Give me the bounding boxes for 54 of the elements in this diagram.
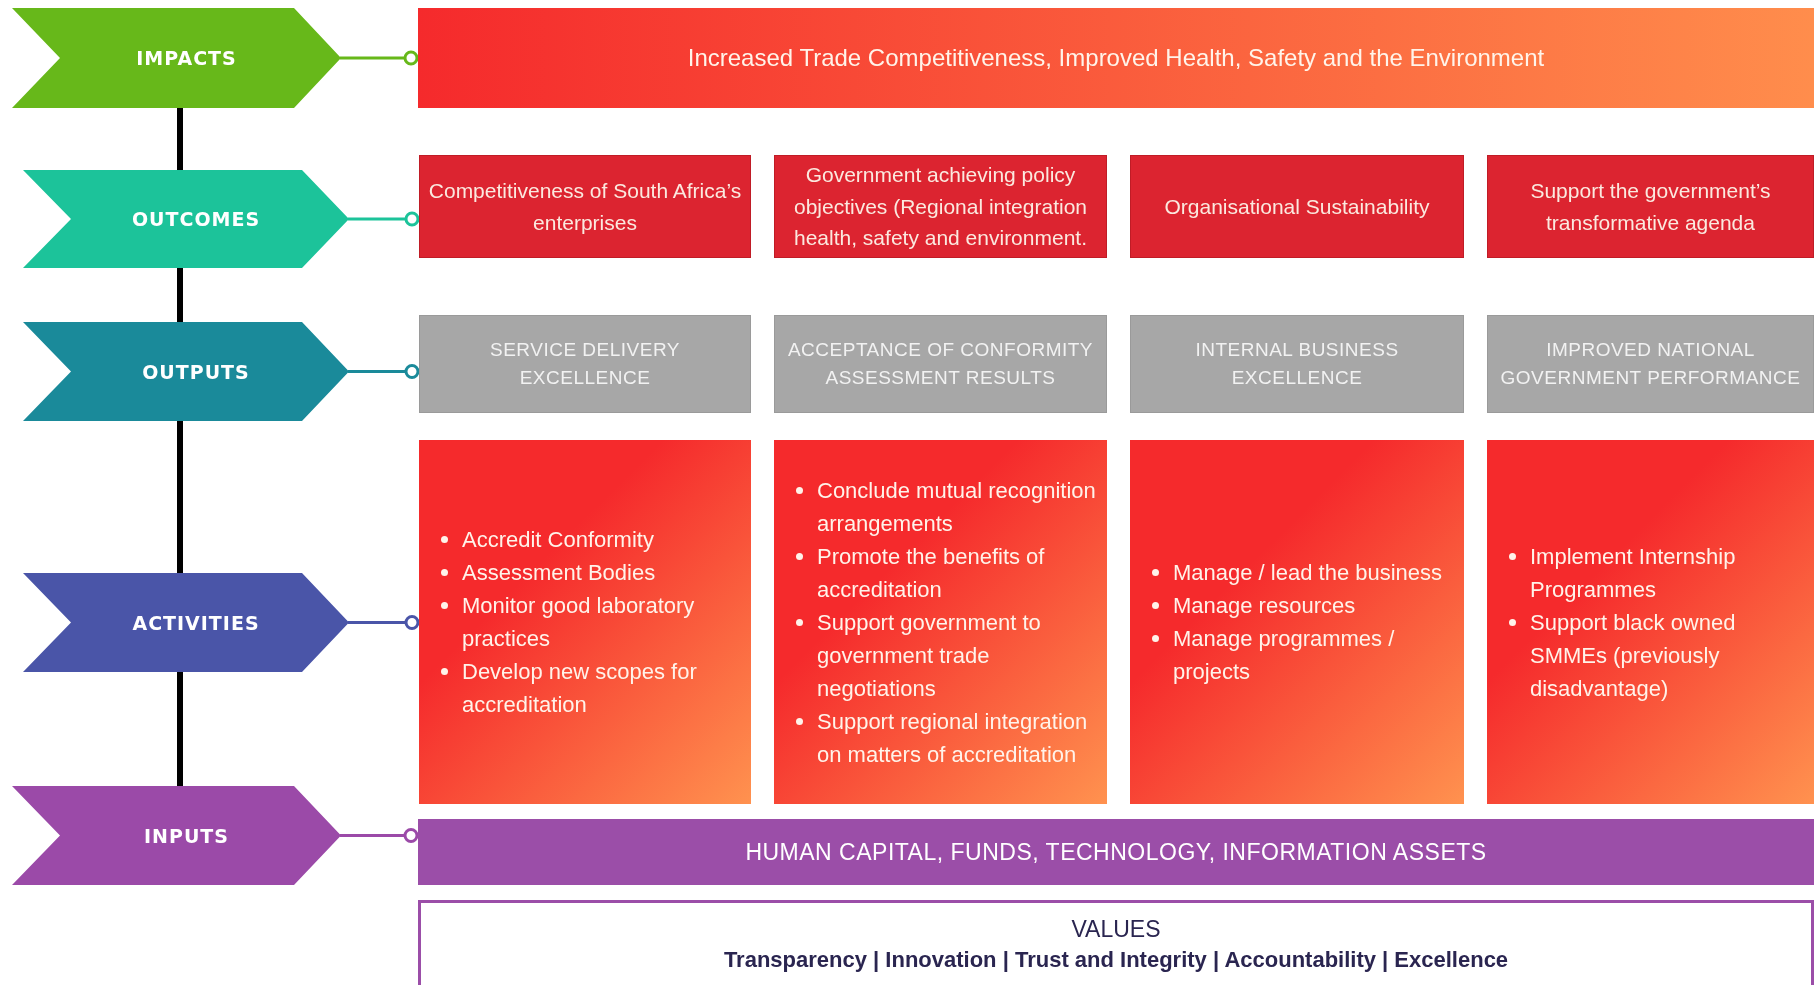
- activity-bullet: Assessment Bodies: [462, 559, 656, 587]
- connector-line: [177, 267, 183, 323]
- activity-bullet: Conclude mutual recognition arrangements: [817, 476, 1097, 538]
- connector-line: [177, 420, 183, 574]
- connector-line: [177, 107, 183, 171]
- stage-label: OUTCOMES: [131, 208, 261, 230]
- lollipop-connector: [340, 828, 419, 843]
- stage-label: OUTPUTS: [142, 360, 250, 383]
- activity-bullet: Monitor good laboratory practices: [462, 592, 696, 653]
- activity-box: [1487, 440, 1814, 804]
- activity-bullet: Manage programmes / projects: [1173, 625, 1396, 686]
- connector-line: [177, 671, 183, 787]
- activity-box: [774, 440, 1107, 804]
- outcome-text: Support the government’s transformative agenda: [1529, 178, 1772, 236]
- output-box: [419, 315, 751, 413]
- activity-bullet: Support regional integration on matters of accreditation: [817, 707, 1089, 769]
- activity-bullet: Implement Internship Programmes: [1530, 542, 1737, 604]
- banner-text: Increased Trade Competitiveness, Improved Health, Safety and the Environment: [687, 44, 1545, 72]
- values-list: Transparency | Innovation | Trust and Integrity | Accountability | Excellence: [723, 946, 1509, 973]
- values-box: [418, 900, 1814, 985]
- inputs-text: HUMAN CAPITAL, FUNDS, TECHNOLOGY, INFORMATION ASSETS: [745, 838, 1487, 866]
- activity-bullet: Support black owned SMMEs (previously disadvantage): [1530, 608, 1737, 703]
- output-text: SERVICE DELIVERY EXCELLENCE: [489, 338, 681, 390]
- values-heading: VALUES: [1071, 915, 1161, 943]
- stage-label: ACTIVITIES: [132, 611, 260, 634]
- outcome-text: Organisational Sustainability: [1163, 193, 1431, 220]
- stage-label: IMPACTS: [136, 47, 237, 69]
- activity-bullet: Manage resources: [1173, 592, 1356, 620]
- outcome-box: [1130, 155, 1464, 258]
- activity-bullet: Manage / lead the business: [1173, 559, 1443, 587]
- activity-bullet: Support government to government trade negotiations: [817, 608, 1042, 703]
- activity-box: [1130, 440, 1464, 804]
- impact-banner: [418, 8, 1814, 108]
- output-text: INTERNAL BUSINESS EXCELLENCE: [1194, 338, 1400, 390]
- lollipop-connector: [340, 50, 419, 66]
- activity-bullet: Develop new scopes for accreditation: [462, 658, 698, 719]
- output-box: [1487, 315, 1814, 413]
- output-box: [774, 315, 1107, 413]
- output-text: ACCEPTANCE OF CONFORMITY ASSESSMENT RESULTS: [786, 338, 1095, 390]
- lollipop-connector: [348, 364, 420, 379]
- outcome-box: [419, 155, 751, 258]
- activity-bullet: Accredit Conformity: [462, 526, 654, 554]
- output-text: IMPROVED NATIONAL GOVERNMENT PERFORMANCE: [1499, 338, 1802, 390]
- outcome-box: [1487, 155, 1814, 258]
- outcome-text: Competitiveness of South Africa’s enterprises: [427, 178, 743, 236]
- inputs-banner: [418, 819, 1814, 885]
- stage-label: INPUTS: [144, 824, 229, 847]
- outcome-box: [774, 155, 1107, 258]
- activity-box: [419, 440, 751, 804]
- output-box: [1130, 315, 1464, 413]
- lollipop-connector: [348, 211, 420, 227]
- outcome-text: Government achieving policy objectives (Regional integration health, safety and environment.: [793, 162, 1088, 252]
- activity-bullet: Promote the benefits of accreditation: [817, 542, 1046, 604]
- lollipop-connector: [348, 615, 420, 630]
